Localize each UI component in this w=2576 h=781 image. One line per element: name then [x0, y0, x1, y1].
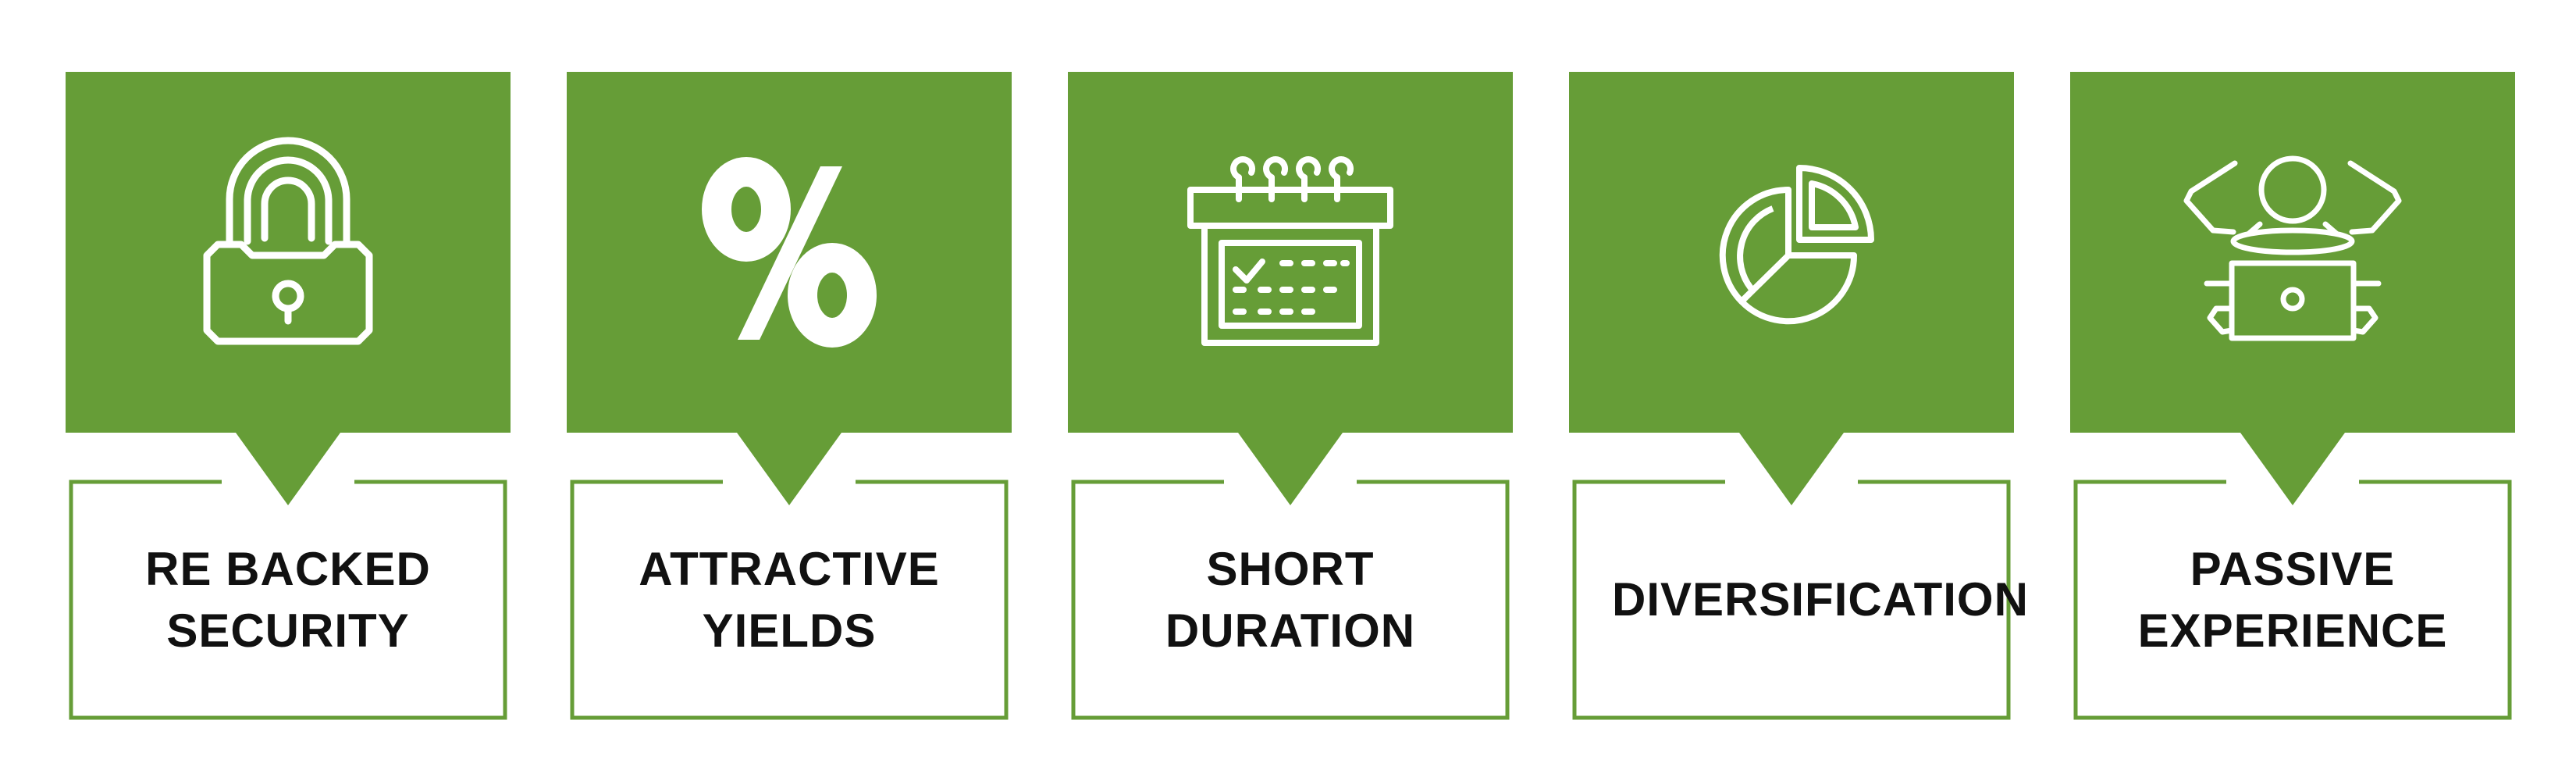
- feature-label-container: RE BACKED SECURITY: [70, 481, 506, 719]
- feature-label-container: ATTRACTIVE YIELDS: [571, 481, 1007, 719]
- feature-card-header: [66, 72, 511, 433]
- feature-label: RE BACKED SECURITY: [145, 542, 431, 657]
- percent-icon: [702, 157, 877, 348]
- feature-card-header: [2070, 72, 2515, 433]
- feature-card-header: [1569, 72, 2014, 433]
- feature-label-container: DIVERSIFICATION: [1574, 481, 2029, 719]
- feature-card-diversification: DIVERSIFICATION: [1569, 72, 2029, 725]
- feature-card-short-duration: SHORT DURATION: [1068, 72, 1513, 725]
- calendar-icon: [1187, 156, 1393, 346]
- pie-chart-icon: [1719, 165, 1874, 325]
- feature-card-header: [1068, 72, 1513, 433]
- feature-label: SHORT DURATION: [1165, 542, 1416, 657]
- feature-label-container: SHORT DURATION: [1073, 481, 1508, 719]
- feature-card-passive-experience: PASSIVE EXPERIENCE: [2070, 72, 2515, 725]
- relaxing-person-laptop-icon: [2183, 155, 2402, 341]
- feature-card-attractive-yields: ATTRACTIVE YIELDS: [567, 72, 1012, 725]
- feature-label-container: PASSIVE EXPERIENCE: [2075, 481, 2510, 719]
- feature-label: PASSIVE EXPERIENCE: [2137, 542, 2448, 657]
- padlock-icon: [203, 137, 373, 345]
- feature-card-re-backed-security: RE BACKED SECURITY: [66, 72, 511, 725]
- feature-card-header: [567, 72, 1012, 433]
- feature-label: ATTRACTIVE YIELDS: [639, 542, 940, 657]
- feature-label: DIVERSIFICATION: [1612, 573, 2029, 626]
